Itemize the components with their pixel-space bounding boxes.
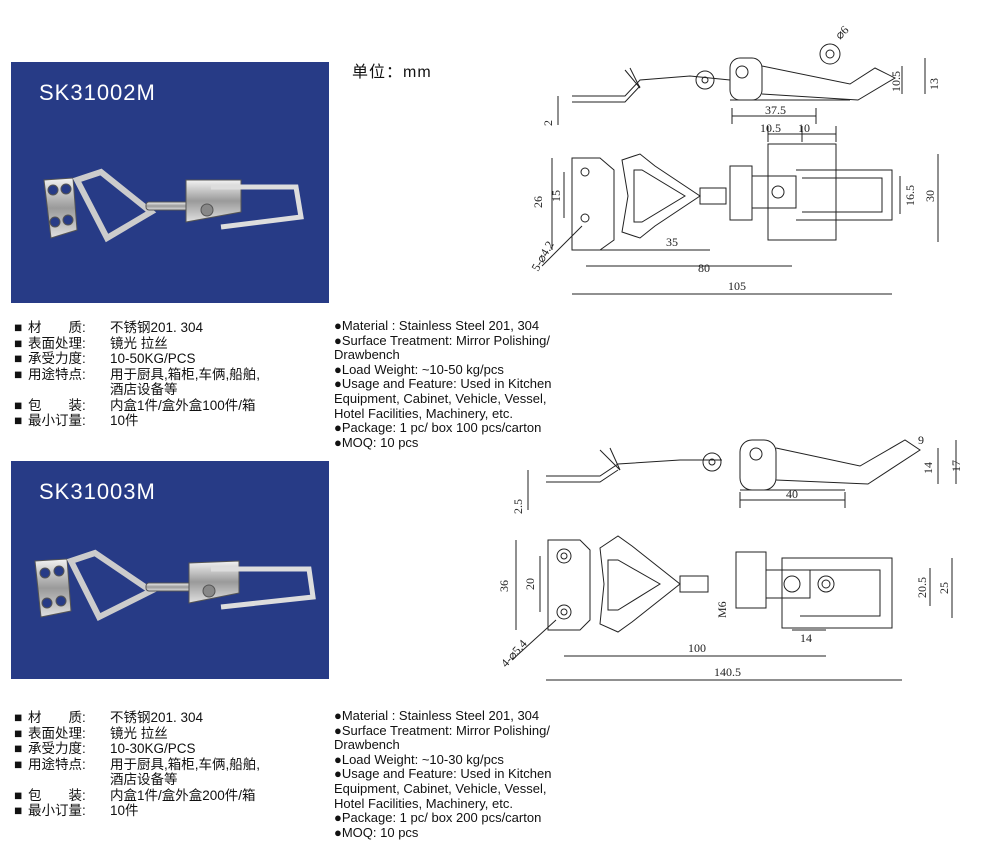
dim-label: 2.5 [511,499,525,514]
dim-label: 35 [666,235,678,249]
dim-label: 80 [698,261,710,275]
dim-label: 30 [923,190,937,202]
dim-label: 2 [541,120,555,126]
technical-drawing-sk31002m: ⌀6 10.5 13 2 37.5 10.5 10 26 15 16.5 30 … [528,23,941,295]
latch-photo-illustration [34,549,316,622]
dim-label: ⌀6 [832,23,851,42]
dim-label: 10.5 [760,121,781,135]
cn-spec-list: ■材 质:不锈钢201. 304 ■表面处理:镜光 拉丝 ■承受力度:10-30… [14,710,261,818]
latch-photo-illustration [43,168,304,243]
dim-label: 25 [937,582,951,594]
product-code: SK31002M [39,80,156,105]
en-spec-list: ●Material : Stainless Steel 201, 304 ●Su… [334,318,552,450]
dim-label: 17 [949,460,963,472]
dim-label: 13 [927,78,941,90]
dim-label: 40 [786,487,798,501]
en-spec-list: ●Material : Stainless Steel 201, 304 ●Su… [334,708,552,840]
dim-label: 140.5 [714,665,741,679]
product-code: SK31003M [39,479,156,504]
dim-label: 16.5 [903,185,917,206]
technical-drawing-sk31003m: 9 14 17 2.5 40 36 20 M6 20.5 25 14 4-⌀5.… [497,433,963,681]
dim-label: 4-⌀5.4 [498,637,530,670]
dim-label: 10 [798,121,810,135]
dim-label: 9 [918,433,924,447]
dim-label: 100 [688,641,706,655]
dim-label: 15 [549,190,563,202]
dim-label: 26 [531,196,545,208]
dim-label: 37.5 [765,103,786,117]
dim-label: 36 [497,580,511,592]
product-photo-sk31003m: SK31003M [11,461,329,679]
dim-label: 20.5 [915,577,929,598]
dim-label: 10.5 [889,71,903,92]
dim-label: 105 [728,279,746,293]
cn-spec-list: ■材 质:不锈钢201. 304 ■表面处理:镜光 拉丝 ■承受力度:10-50… [14,320,261,428]
dim-label: 14 [921,462,935,474]
dim-label: 20 [523,578,537,590]
dim-label: M6 [715,601,729,618]
product-photo-sk31002m: SK31002M [11,62,329,303]
dim-label: 14 [800,631,812,645]
unit-label: 单位：mm [352,64,432,81]
